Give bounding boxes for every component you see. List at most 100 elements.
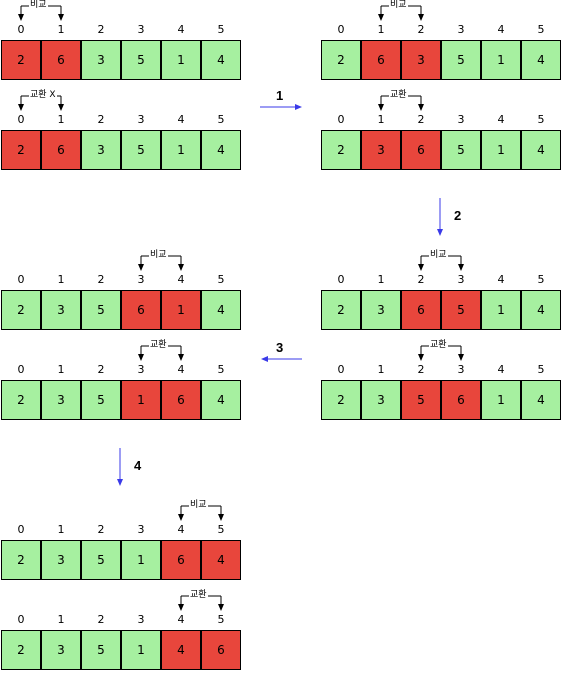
index-label: 3 xyxy=(457,273,465,286)
operation-label: 비교 xyxy=(149,250,168,260)
index-label: 0 xyxy=(17,23,25,36)
array-cell-compared: 6 xyxy=(361,40,401,80)
index-label: 1 xyxy=(57,23,65,36)
index-label: 2 xyxy=(97,613,105,626)
index-label: 0 xyxy=(17,363,25,376)
array-cell-compared: 6 xyxy=(121,290,161,330)
index-label: 3 xyxy=(457,113,465,126)
array-cell: 2 xyxy=(1,290,41,330)
index-label: 1 xyxy=(57,613,65,626)
array-cell-compared: 2 xyxy=(1,40,41,80)
array-cell: 4 xyxy=(521,130,561,170)
array-cell: 4 xyxy=(521,40,561,80)
index-label: 4 xyxy=(177,273,185,286)
index-label: 1 xyxy=(377,23,385,36)
index-label: 1 xyxy=(377,363,385,376)
compare-bracket xyxy=(178,505,224,521)
index-label: 0 xyxy=(17,523,25,536)
index-label: 5 xyxy=(537,273,545,286)
compare-bracket xyxy=(138,255,184,271)
index-label: 5 xyxy=(537,23,545,36)
array-cell: 5 xyxy=(81,380,121,420)
array-cell: 2 xyxy=(1,380,41,420)
index-label: 3 xyxy=(457,363,465,376)
compare-bracket xyxy=(138,345,184,361)
step-arrow-3: 3 xyxy=(258,338,306,368)
array-cell: 4 xyxy=(201,380,241,420)
array-cell: 5 xyxy=(81,630,121,670)
array-cell-compared: 1 xyxy=(121,380,161,420)
index-label: 2 xyxy=(417,113,425,126)
array-cell-compared: 6 xyxy=(441,380,481,420)
index-label: 4 xyxy=(177,523,185,536)
operation-label: 비교 xyxy=(189,500,208,510)
array-cell: 3 xyxy=(41,290,81,330)
array-cell-compared: 6 xyxy=(41,130,81,170)
array-cell: 4 xyxy=(521,290,561,330)
index-label: 2 xyxy=(97,113,105,126)
array-cell: 2 xyxy=(321,290,361,330)
step-number-4: 4 xyxy=(134,458,142,473)
array-cell-compared: 5 xyxy=(401,380,441,420)
index-label: 0 xyxy=(17,613,25,626)
index-label: 5 xyxy=(537,113,545,126)
array-cell: 4 xyxy=(521,380,561,420)
index-label: 4 xyxy=(177,363,185,376)
index-label: 5 xyxy=(537,363,545,376)
index-label: 3 xyxy=(137,363,145,376)
compare-bracket xyxy=(378,95,424,111)
index-label: 5 xyxy=(217,523,225,536)
index-label: 3 xyxy=(137,523,145,536)
array-cell-compared: 6 xyxy=(41,40,81,80)
array-cell: 4 xyxy=(201,40,241,80)
array-cell: 4 xyxy=(201,130,241,170)
array-cell: 2 xyxy=(321,40,361,80)
operation-label: 비교 xyxy=(429,250,448,260)
index-label: 1 xyxy=(57,523,65,536)
array-cell: 5 xyxy=(81,540,121,580)
index-label: 1 xyxy=(57,363,65,376)
index-label: 3 xyxy=(137,113,145,126)
array-cell: 1 xyxy=(161,40,201,80)
index-label: 3 xyxy=(137,23,145,36)
array-cell-compared: 6 xyxy=(401,130,441,170)
array-cell: 3 xyxy=(41,540,81,580)
array-cell: 2 xyxy=(1,630,41,670)
array-cell: 3 xyxy=(41,630,81,670)
operation-label: 교환 xyxy=(149,340,168,350)
index-label: 4 xyxy=(177,113,185,126)
array-cell: 3 xyxy=(41,380,81,420)
index-label: 3 xyxy=(137,273,145,286)
operation-label: 교환 xyxy=(429,340,448,350)
index-label: 1 xyxy=(57,113,65,126)
operation-label: 교환 X xyxy=(29,90,57,100)
index-label: 5 xyxy=(217,613,225,626)
array-cell-compared: 2 xyxy=(1,130,41,170)
index-label: 0 xyxy=(17,113,25,126)
array-cell: 4 xyxy=(201,290,241,330)
array-cell-compared: 6 xyxy=(401,290,441,330)
step-number-3: 3 xyxy=(276,340,284,355)
array-cell-compared: 6 xyxy=(201,630,241,670)
array-cell-compared: 6 xyxy=(161,380,201,420)
index-label: 4 xyxy=(497,113,505,126)
operation-label: 비교 xyxy=(29,0,48,10)
array-cell: 2 xyxy=(321,130,361,170)
array-cell: 5 xyxy=(441,40,481,80)
index-label: 3 xyxy=(137,613,145,626)
array-cell: 3 xyxy=(361,290,401,330)
index-label: 2 xyxy=(97,273,105,286)
array-cell: 3 xyxy=(81,40,121,80)
index-label: 0 xyxy=(337,23,345,36)
array-cell: 2 xyxy=(1,540,41,580)
index-label: 4 xyxy=(497,273,505,286)
array-cell-compared: 5 xyxy=(441,290,481,330)
array-cell-compared: 3 xyxy=(401,40,441,80)
array-cell: 5 xyxy=(81,290,121,330)
